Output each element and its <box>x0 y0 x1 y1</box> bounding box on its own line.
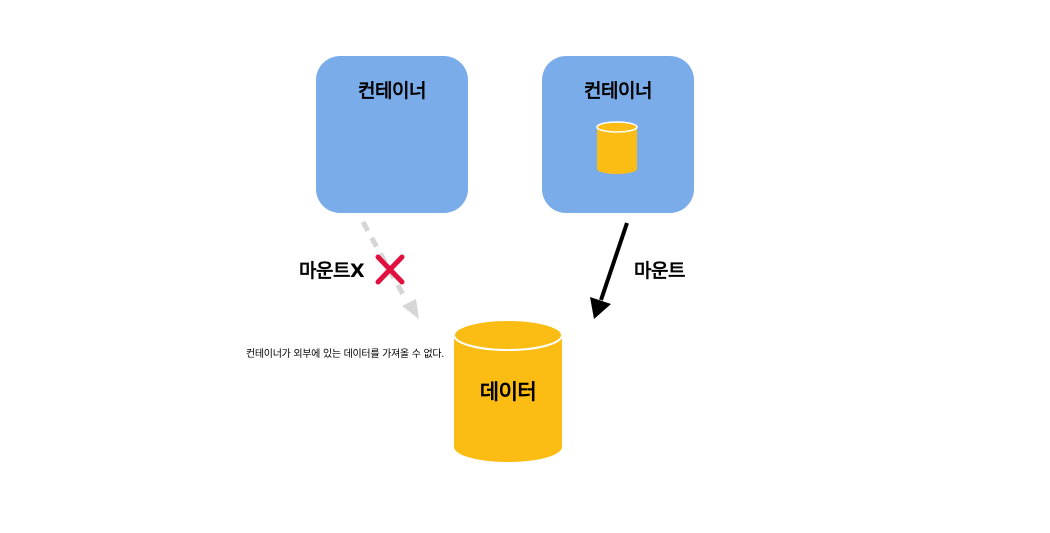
container-title-left: 컨테이너 <box>358 80 426 102</box>
container-box-left: 컨테이너 <box>316 56 468 213</box>
container-title-right: 컨테이너 <box>584 80 652 102</box>
cross-mark-icon <box>375 254 405 285</box>
mount-arrow <box>590 222 629 319</box>
data-cylinder-icon <box>453 319 563 462</box>
container-volume-icon <box>596 121 638 174</box>
note-text: 컨테이너가 외부에 있는 데이터를 가져올 수 없다. <box>246 349 445 360</box>
failed-mount-label: 마운트X <box>299 260 365 282</box>
mount-label: 마운트 <box>634 260 685 282</box>
data-store-label: 데이터 <box>479 380 537 404</box>
